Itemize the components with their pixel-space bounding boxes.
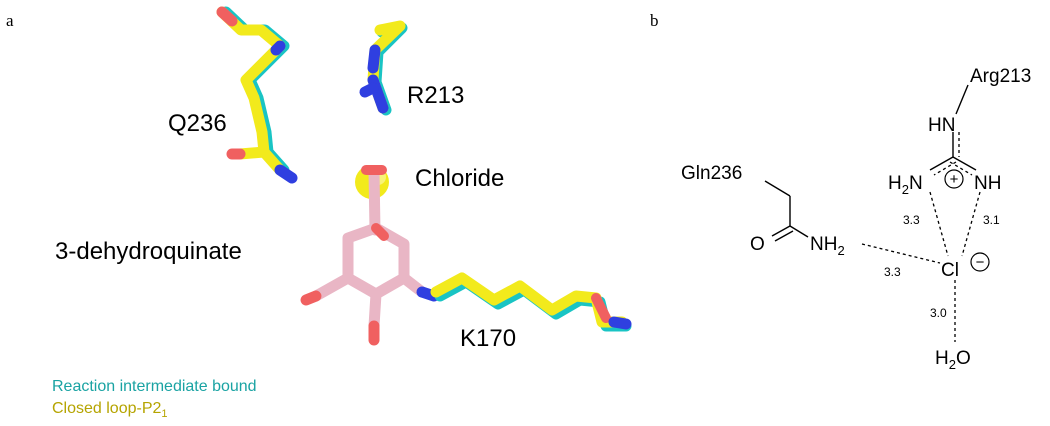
h2n-n: N <box>909 173 923 194</box>
legend-closed-loop: Closed loop-P21 <box>52 400 168 420</box>
chloride-label: Chloride <box>415 165 504 192</box>
q236-label: Q236 <box>168 110 227 137</box>
hbond-nh2-cl <box>929 191 949 257</box>
cd-o-bond1 <box>771 225 791 237</box>
cd-o-bond2 <box>774 230 794 242</box>
distance-gln-cl: 3.3 <box>884 265 901 279</box>
cd-n-bond <box>789 225 809 238</box>
carbonyl-o-label: O <box>750 234 765 255</box>
hn-label: HN <box>928 115 955 136</box>
gln-cb-bond <box>764 180 791 197</box>
legend-closed-loop-sub: 1 <box>161 408 167 420</box>
legend-closed-loop-main: Closed loop-P2 <box>52 400 162 417</box>
h2n-sub: 2 <box>902 182 909 197</box>
chem-bonds <box>764 84 977 242</box>
h2n-label: H2N <box>888 173 923 197</box>
water-sub: 2 <box>949 357 956 372</box>
k170-stick <box>430 272 632 332</box>
legend-intermediate: Reaction intermediate bound <box>52 378 257 395</box>
r213-label: R213 <box>407 82 464 109</box>
nh-label: NH <box>974 173 1001 194</box>
plus-charge-circle <box>944 169 964 189</box>
c-nh2-bond <box>929 156 954 171</box>
c-nh-partial <box>949 161 973 176</box>
minus-charge-circle <box>970 252 990 272</box>
h2n-h: H <box>888 173 902 194</box>
water-o: O <box>956 348 971 369</box>
minus-charge: − <box>976 254 985 271</box>
distance-nh-cl: 3.1 <box>983 213 1000 227</box>
nh2-sub: 2 <box>837 243 844 258</box>
k170-label: K170 <box>460 325 516 352</box>
arg213-label: Arg213 <box>970 66 1031 87</box>
hbond-nh-cl <box>961 191 981 257</box>
panel-a-letter: a <box>6 11 14 30</box>
distance-nh2-cl: 3.3 <box>903 213 920 227</box>
gln236-label: Gln236 <box>681 163 742 184</box>
hbonds <box>861 191 981 342</box>
r213-stick <box>359 20 408 116</box>
q236-stick <box>216 6 298 184</box>
dhq-stick <box>300 165 440 346</box>
distance-water-cl: 3.0 <box>930 306 947 320</box>
c-nh-bond <box>952 156 977 171</box>
nh2-nh: NH <box>810 234 837 255</box>
hbond-gln-cl <box>861 243 941 264</box>
water-h: H <box>935 348 949 369</box>
nh2-label: NH2 <box>810 234 845 258</box>
cl-label: Cl <box>941 260 959 281</box>
c-nh2-partial <box>933 161 957 176</box>
dhq-label: 3-dehydroquinate <box>55 238 242 265</box>
plus-charge: + <box>950 171 959 188</box>
panel-b-letter: b <box>650 11 659 30</box>
arg-cb-bond <box>955 84 969 115</box>
water-label: H2O <box>935 348 971 372</box>
